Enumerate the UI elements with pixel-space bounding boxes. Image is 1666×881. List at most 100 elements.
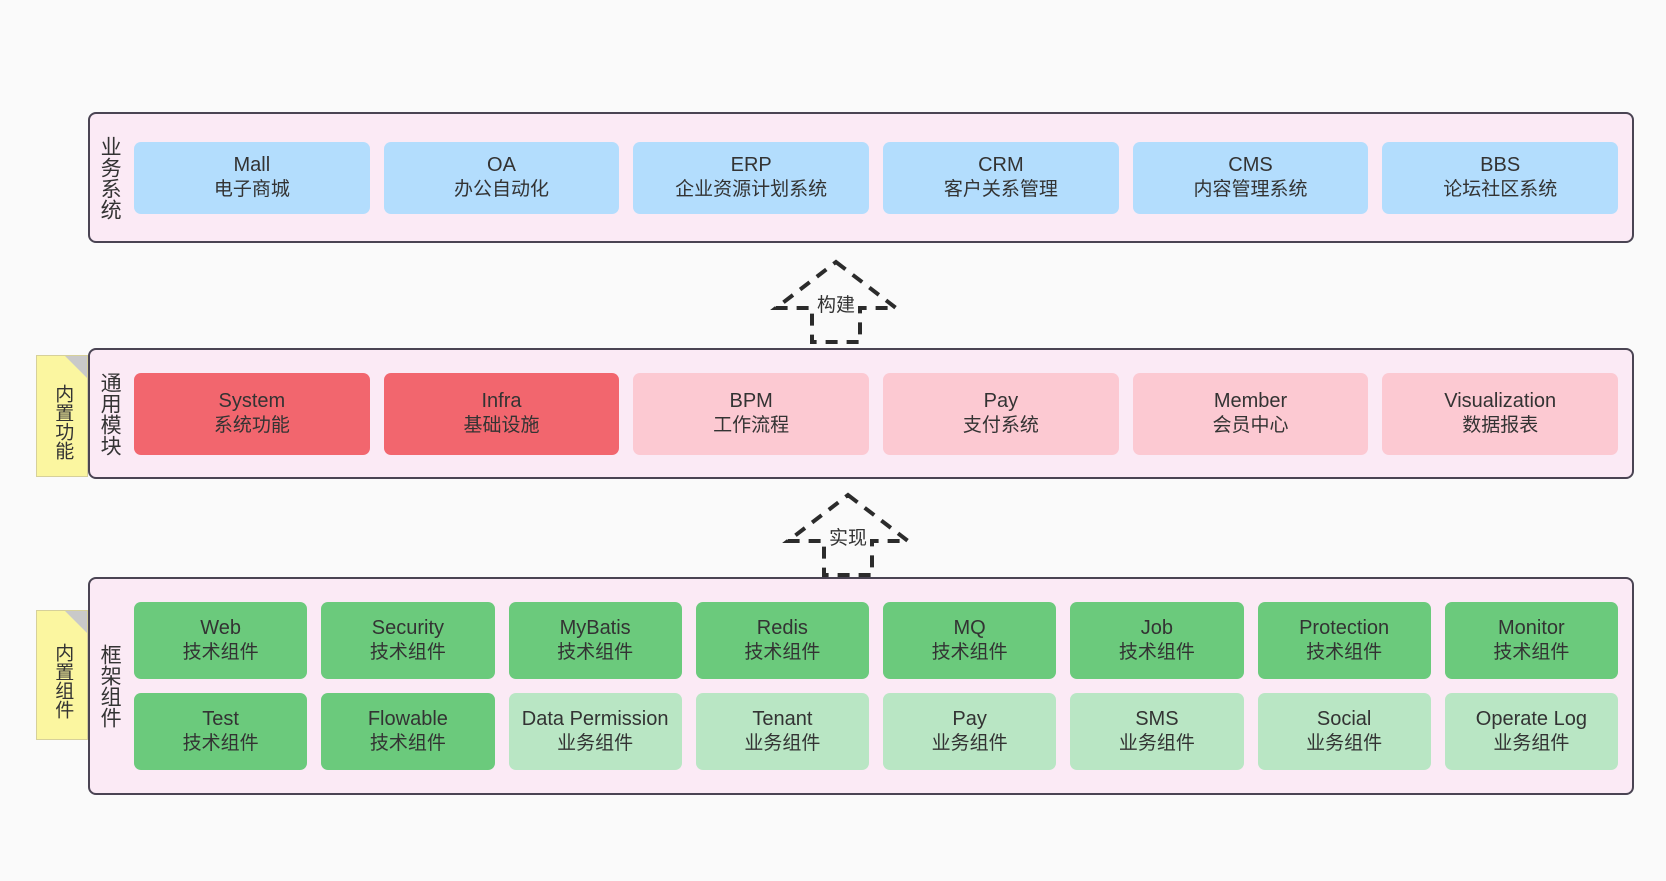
box-visualization[interactable]: Visualization 数据报表 <box>1382 372 1619 455</box>
box-title: Protection <box>1299 616 1390 639</box>
box-mall[interactable]: Mall 电子商城 <box>134 141 370 214</box>
arrow-label: 实现 <box>828 528 868 549</box>
note-builtin-function: 内置功能 <box>36 355 88 477</box>
dashed-hollow-arrow-icon <box>782 492 914 577</box>
box-subtitle: 技术组件 <box>369 733 446 755</box>
box-title: OA <box>487 153 516 176</box>
box-title: Pay <box>983 389 1019 412</box>
box-title: System <box>218 389 286 412</box>
box-subtitle: 技术组件 <box>1306 642 1383 664</box>
box-row: Mall 电子商城 OA 办公自动化 ERP 企业资源计划系统 CRM 客户关系… <box>134 141 1619 214</box>
box-title: Redis <box>756 616 808 639</box>
box-cms[interactable]: CMS 内容管理系统 <box>1132 141 1369 214</box>
box-pay[interactable]: Pay 支付系统 <box>883 372 1119 455</box>
box-subtitle: 技术组件 <box>182 733 259 755</box>
box-test[interactable]: Test 技术组件 <box>134 693 308 770</box>
box-title: Tenant <box>752 707 813 730</box>
box-title: CMS <box>1228 153 1273 176</box>
note-builtin-component: 内置组件 <box>36 610 88 740</box>
layer-title-framework-components: 框架组件 <box>98 644 122 728</box>
box-protection[interactable]: Protection 技术组件 <box>1257 602 1431 679</box>
box-security[interactable]: Security 技术组件 <box>321 602 495 679</box>
box-tenant[interactable]: Tenant 业务组件 <box>695 693 869 770</box>
box-subtitle: 技术组件 <box>1118 642 1195 664</box>
box-subtitle: 技术组件 <box>557 642 634 664</box>
box-title: Monitor <box>1498 616 1565 639</box>
box-crm[interactable]: CRM 客户关系管理 <box>883 141 1119 214</box>
box-sms[interactable]: SMS 业务组件 <box>1070 693 1244 770</box>
box-title: MQ <box>953 616 986 639</box>
box-redis[interactable]: Redis 技术组件 <box>695 602 869 679</box>
box-subtitle: 技术组件 <box>931 642 1008 664</box>
box-title: Member <box>1213 389 1288 412</box>
box-subtitle: 办公自动化 <box>454 179 550 201</box>
layer-body-business-system: Mall 电子商城 OA 办公自动化 ERP 企业资源计划系统 CRM 客户关系… <box>128 114 1632 241</box>
box-title: Visualization <box>1444 389 1557 412</box>
box-title: Security <box>371 616 444 639</box>
box-subtitle: 基础设施 <box>463 415 540 437</box>
box-subtitle: 技术组件 <box>369 642 446 664</box>
box-subtitle: 企业资源计划系统 <box>675 179 828 201</box>
box-subtitle: 支付系统 <box>962 415 1039 437</box>
box-title: Flowable <box>367 707 448 730</box>
box-social[interactable]: Social 业务组件 <box>1257 693 1431 770</box>
box-subtitle: 系统功能 <box>213 415 290 437</box>
box-title: Mall <box>233 153 271 176</box>
layer-common-modules: 通用模块 System 系统功能 Infra 基础设施 BPM 工作流程 Pay… <box>88 348 1634 479</box>
arrow-build: 构建 <box>756 256 916 344</box>
box-data-permission[interactable]: Data Permission 业务组件 <box>508 693 682 770</box>
box-subtitle: 数据报表 <box>1462 415 1539 437</box>
box-title: SMS <box>1135 707 1179 730</box>
box-mybatis[interactable]: MyBatis 技术组件 <box>508 602 682 679</box>
box-member[interactable]: Member 会员中心 <box>1132 372 1369 455</box>
box-flowable[interactable]: Flowable 技术组件 <box>321 693 495 770</box>
dashed-hollow-arrow-icon <box>770 259 902 344</box>
layer-title-business-system: 业务系统 <box>98 135 122 220</box>
box-subtitle: 技术组件 <box>182 642 259 664</box>
box-subtitle: 业务组件 <box>744 733 821 755</box>
box-infra[interactable]: Infra 基础设施 <box>383 372 620 455</box>
box-subtitle: 技术组件 <box>1493 642 1570 664</box>
box-title: MyBatis <box>559 616 631 639</box>
box-job[interactable]: Job 技术组件 <box>1070 602 1244 679</box>
box-erp[interactable]: ERP 企业资源计划系统 <box>633 141 870 214</box>
box-subtitle: 内容管理系统 <box>1193 179 1308 201</box>
note-text: 内置功能 <box>52 384 74 460</box>
box-system[interactable]: System 系统功能 <box>134 372 370 455</box>
box-title: Data Permission <box>521 707 669 730</box>
box-web[interactable]: Web 技术组件 <box>134 602 308 679</box>
box-operate-log[interactable]: Operate Log 业务组件 <box>1444 693 1618 770</box>
box-mq[interactable]: MQ 技术组件 <box>883 602 1057 679</box>
box-title: Test <box>202 707 239 730</box>
box-subtitle: 业务组件 <box>1306 733 1383 755</box>
box-row: System 系统功能 Infra 基础设施 BPM 工作流程 Pay 支付系统… <box>134 372 1619 455</box>
box-subtitle: 论坛社区系统 <box>1443 179 1558 201</box>
box-oa[interactable]: OA 办公自动化 <box>383 141 620 214</box>
box-subtitle: 业务组件 <box>931 733 1008 755</box>
box-bbs[interactable]: BBS 论坛社区系统 <box>1382 141 1619 214</box>
box-title: Infra <box>481 389 522 412</box>
box-pay-business[interactable]: Pay 业务组件 <box>883 693 1057 770</box>
box-title: Pay <box>952 707 987 730</box>
box-subtitle: 业务组件 <box>1118 733 1195 755</box>
note-text: 内置组件 <box>52 643 74 719</box>
box-title: BPM <box>729 389 773 412</box>
box-subtitle: 技术组件 <box>744 642 821 664</box>
box-subtitle: 客户关系管理 <box>943 179 1058 201</box>
box-row: Web 技术组件 Security 技术组件 MyBatis 技术组件 Redi… <box>134 602 1618 679</box>
box-subtitle: 业务组件 <box>1493 733 1570 755</box>
box-title: ERP <box>730 153 772 176</box>
box-subtitle: 电子商城 <box>213 179 290 201</box>
arrow-label: 构建 <box>816 295 856 316</box>
box-subtitle: 业务组件 <box>557 733 634 755</box>
box-subtitle: 工作流程 <box>713 415 790 437</box>
box-title: Job <box>1140 616 1173 639</box>
layer-body-framework-components: Web 技术组件 Security 技术组件 MyBatis 技术组件 Redi… <box>128 579 1632 793</box>
layer-framework-components: 框架组件 Web 技术组件 Security 技术组件 MyBatis 技术组件… <box>88 577 1634 795</box>
box-bpm[interactable]: BPM 工作流程 <box>633 372 870 455</box>
box-row: Test 技术组件 Flowable 技术组件 Data Permission … <box>134 693 1618 770</box>
box-title: BBS <box>1480 153 1521 176</box>
box-monitor[interactable]: Monitor 技术组件 <box>1444 602 1618 679</box>
box-title: CRM <box>978 153 1024 176</box>
box-title: Web <box>200 616 241 639</box>
